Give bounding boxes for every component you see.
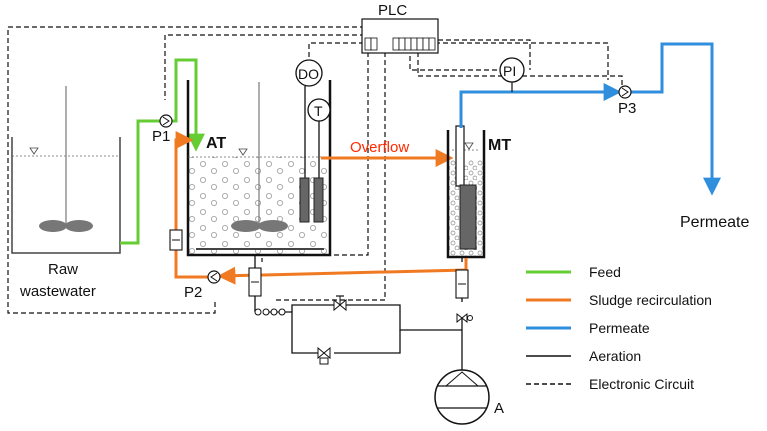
overflow-line: Overflow: [321, 139, 454, 167]
flowmeter-recirculation-icon: [169, 229, 183, 251]
raw-wastewater-tank: Raw wastewater: [11, 86, 121, 300]
legend-label-1: Sludge recirculation: [589, 292, 712, 308]
temperature-sensor-label: T: [314, 103, 323, 119]
legend-label-2: Permeate: [589, 320, 650, 336]
temperature-sensor: T: [307, 98, 331, 223]
pump-p1-label: P1: [152, 128, 170, 145]
legend-label-3: Aeration: [589, 348, 641, 364]
air-blower: A: [434, 369, 504, 425]
overflow-label: Overflow: [350, 139, 409, 156]
pump-p1-icon: P1: [152, 114, 173, 145]
legend-label-0: Feed: [589, 264, 621, 280]
solenoid-valve-bottom-icon: [317, 346, 331, 365]
pump-p2-icon: P2: [184, 270, 221, 301]
membrane-tank: MT: [446, 125, 511, 259]
raw-wastewater-label-line1: Raw: [48, 261, 78, 278]
do-sensor: DO: [295, 59, 323, 223]
valve-mt-icon: [456, 312, 473, 324]
flowmeter-at-aeration-icon: [248, 267, 262, 297]
aeration-tank-label: AT: [206, 135, 226, 152]
plc-label: PLC: [378, 2, 407, 19]
flowmeter-mt-aeration-icon: [455, 269, 469, 299]
plc-controller: PLC: [361, 2, 439, 54]
legend-label-4: Electronic Circuit: [589, 376, 694, 392]
pump-p3-icon: P3: [618, 85, 636, 117]
raw-wastewater-label-line2: wastewater: [19, 283, 96, 300]
membrane-tank-label: MT: [488, 137, 511, 154]
pump-p2-label: P2: [184, 284, 202, 301]
pi-label: PI: [503, 63, 516, 79]
blower-label: A: [494, 400, 504, 417]
permeate-line: [459, 42, 721, 196]
permeate-output-label: Permeate: [680, 214, 749, 231]
feed-line: [120, 58, 205, 245]
do-sensor-label: DO: [298, 66, 319, 82]
solenoid-valve-top-icon: [333, 295, 347, 312]
pi-pressure-gauge: PI: [499, 57, 525, 92]
valve-cluster-at-icon: [254, 308, 286, 316]
pump-p3-label: P3: [618, 100, 636, 117]
